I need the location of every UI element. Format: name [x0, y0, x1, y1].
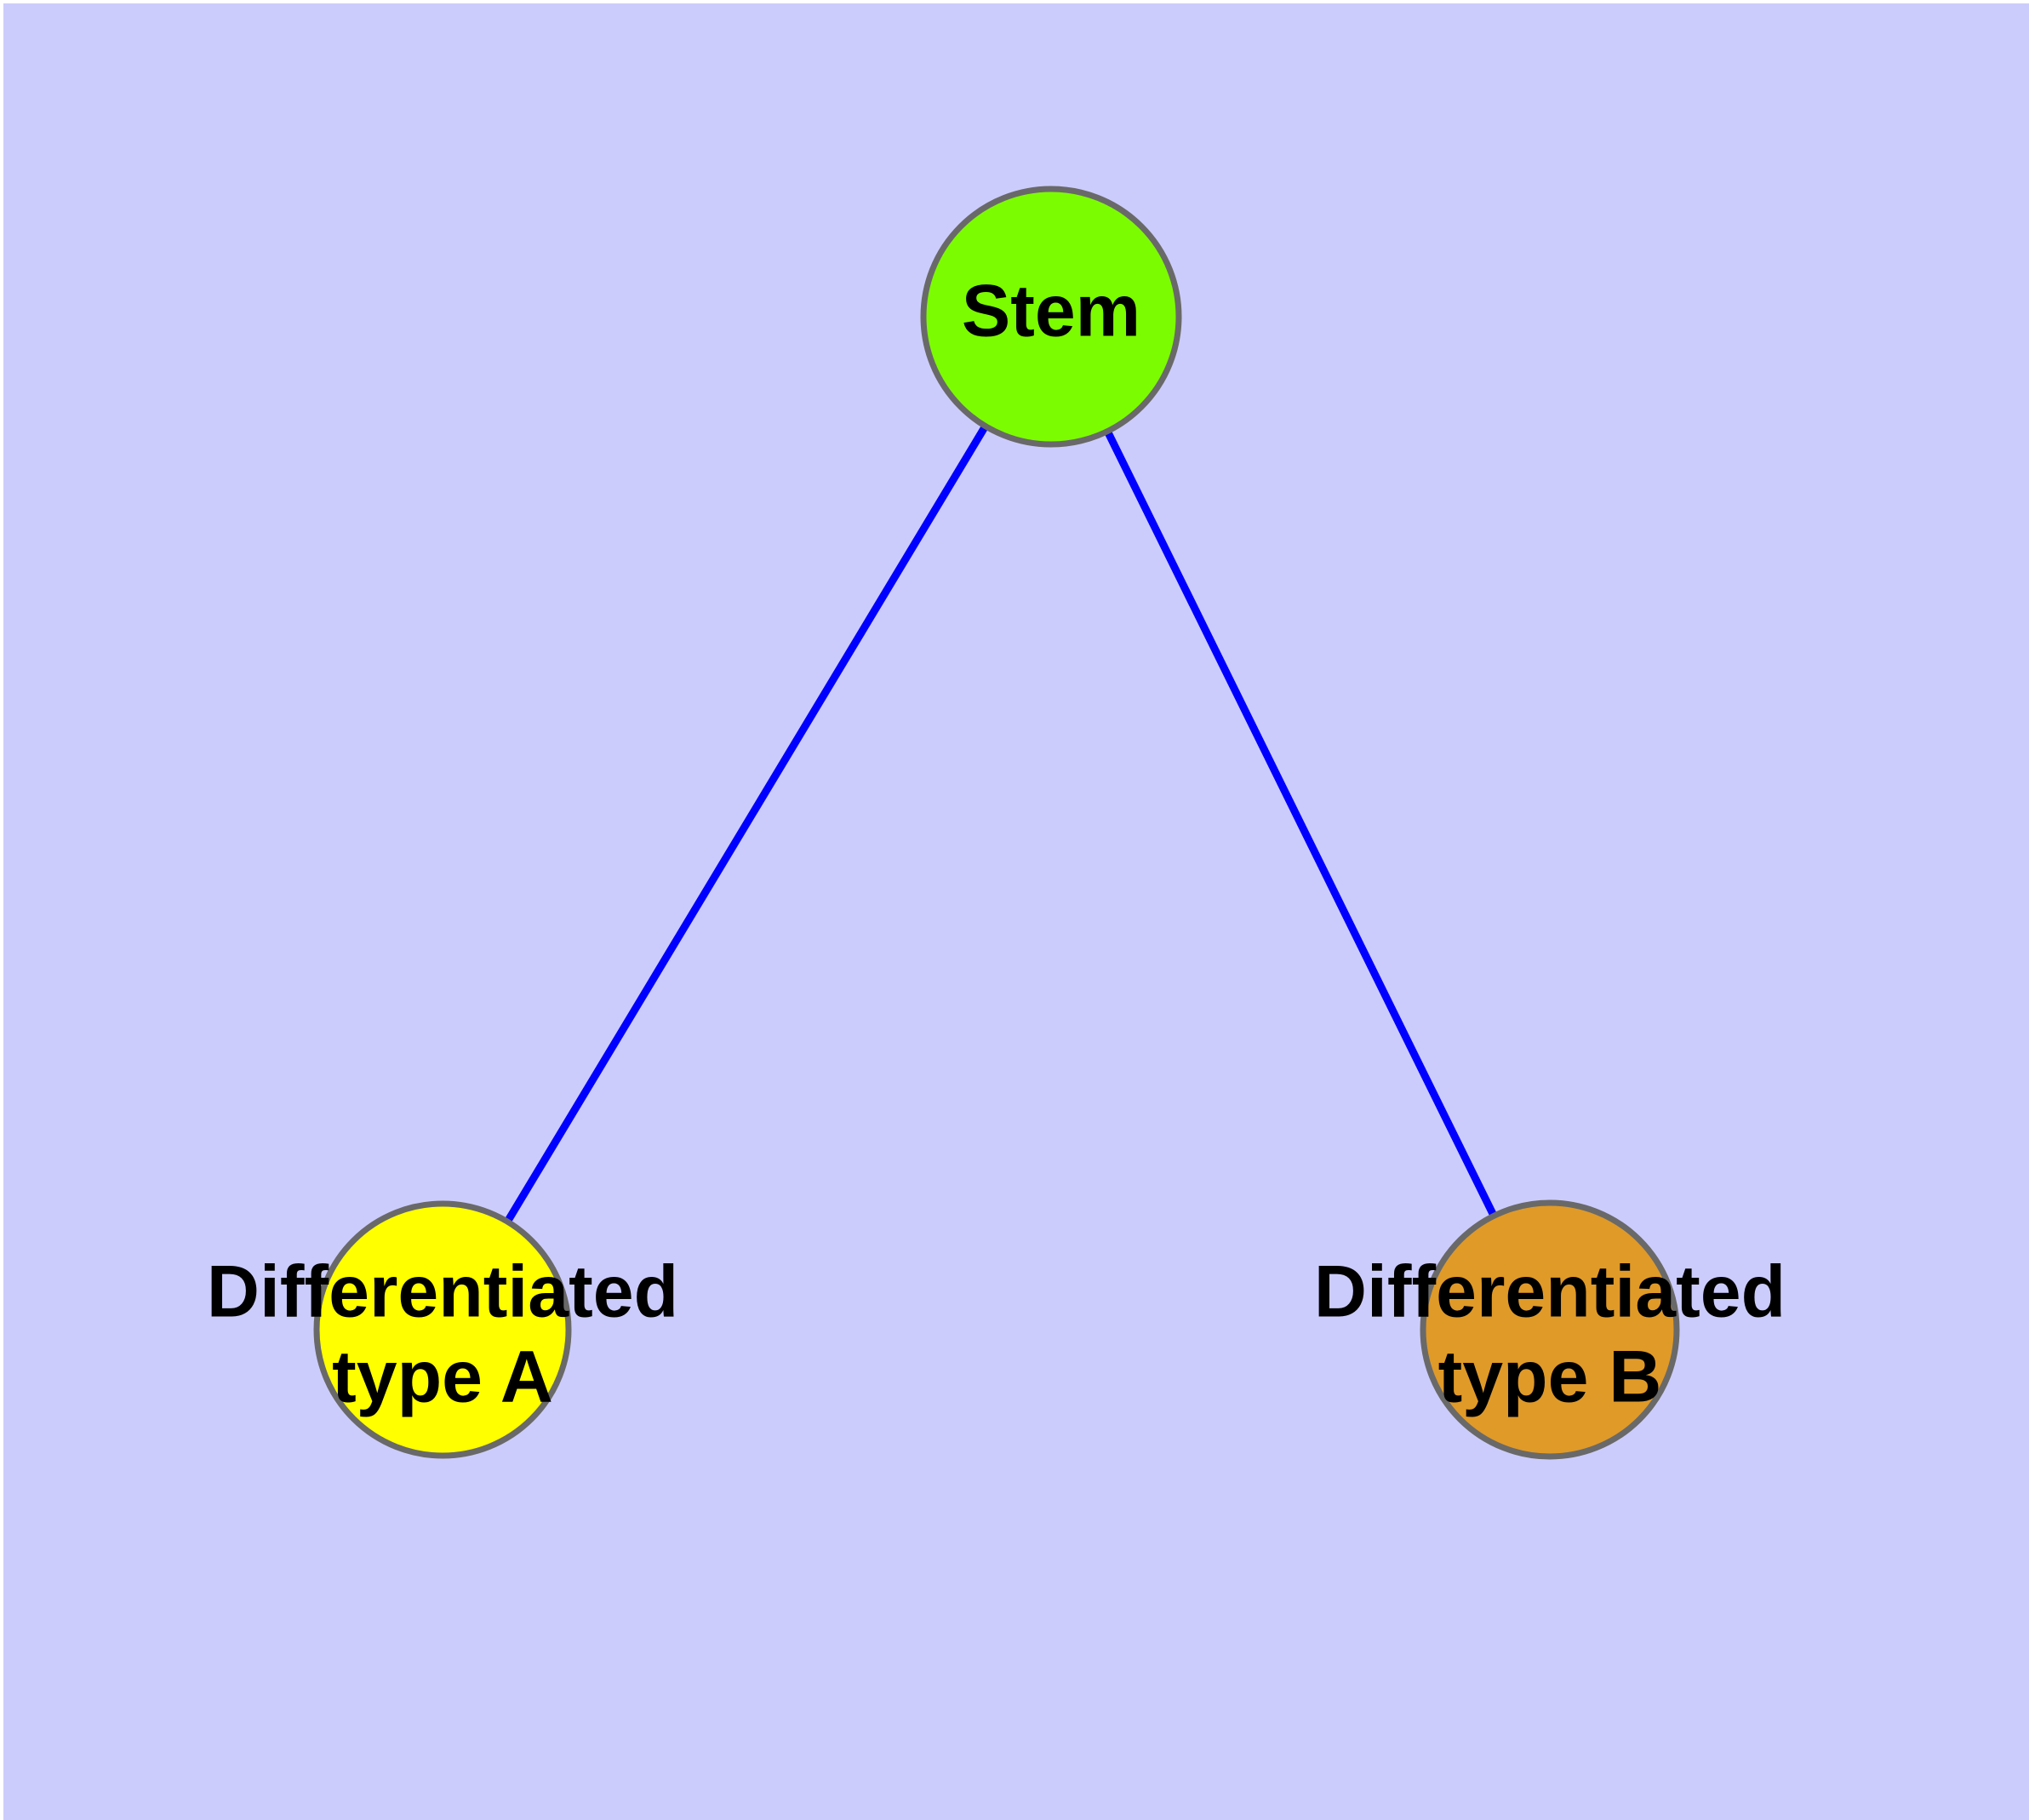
graph-edge-stem-to-diff-b[interactable]: [1103, 427, 1499, 1220]
node-circle-diff-b[interactable]: [1420, 1199, 1680, 1460]
node-circle-stem[interactable]: [920, 186, 1182, 448]
node-label-diff-a-line2: type A: [332, 1336, 553, 1418]
node-label-diff-b-line1: Differentiated: [1314, 1251, 1786, 1333]
node-label-stem-line1: Stem: [962, 271, 1140, 352]
graph-edge-stem-to-diff-a[interactable]: [503, 422, 990, 1226]
graph-node-stem[interactable]: Stem: [920, 186, 1182, 448]
node-label-diff-a-line1: Differentiated: [207, 1251, 678, 1333]
node-circle-diff-a[interactable]: [313, 1200, 572, 1459]
edge-layer: [503, 422, 1499, 1226]
node-label-diff-b-line2: type B: [1438, 1336, 1662, 1418]
